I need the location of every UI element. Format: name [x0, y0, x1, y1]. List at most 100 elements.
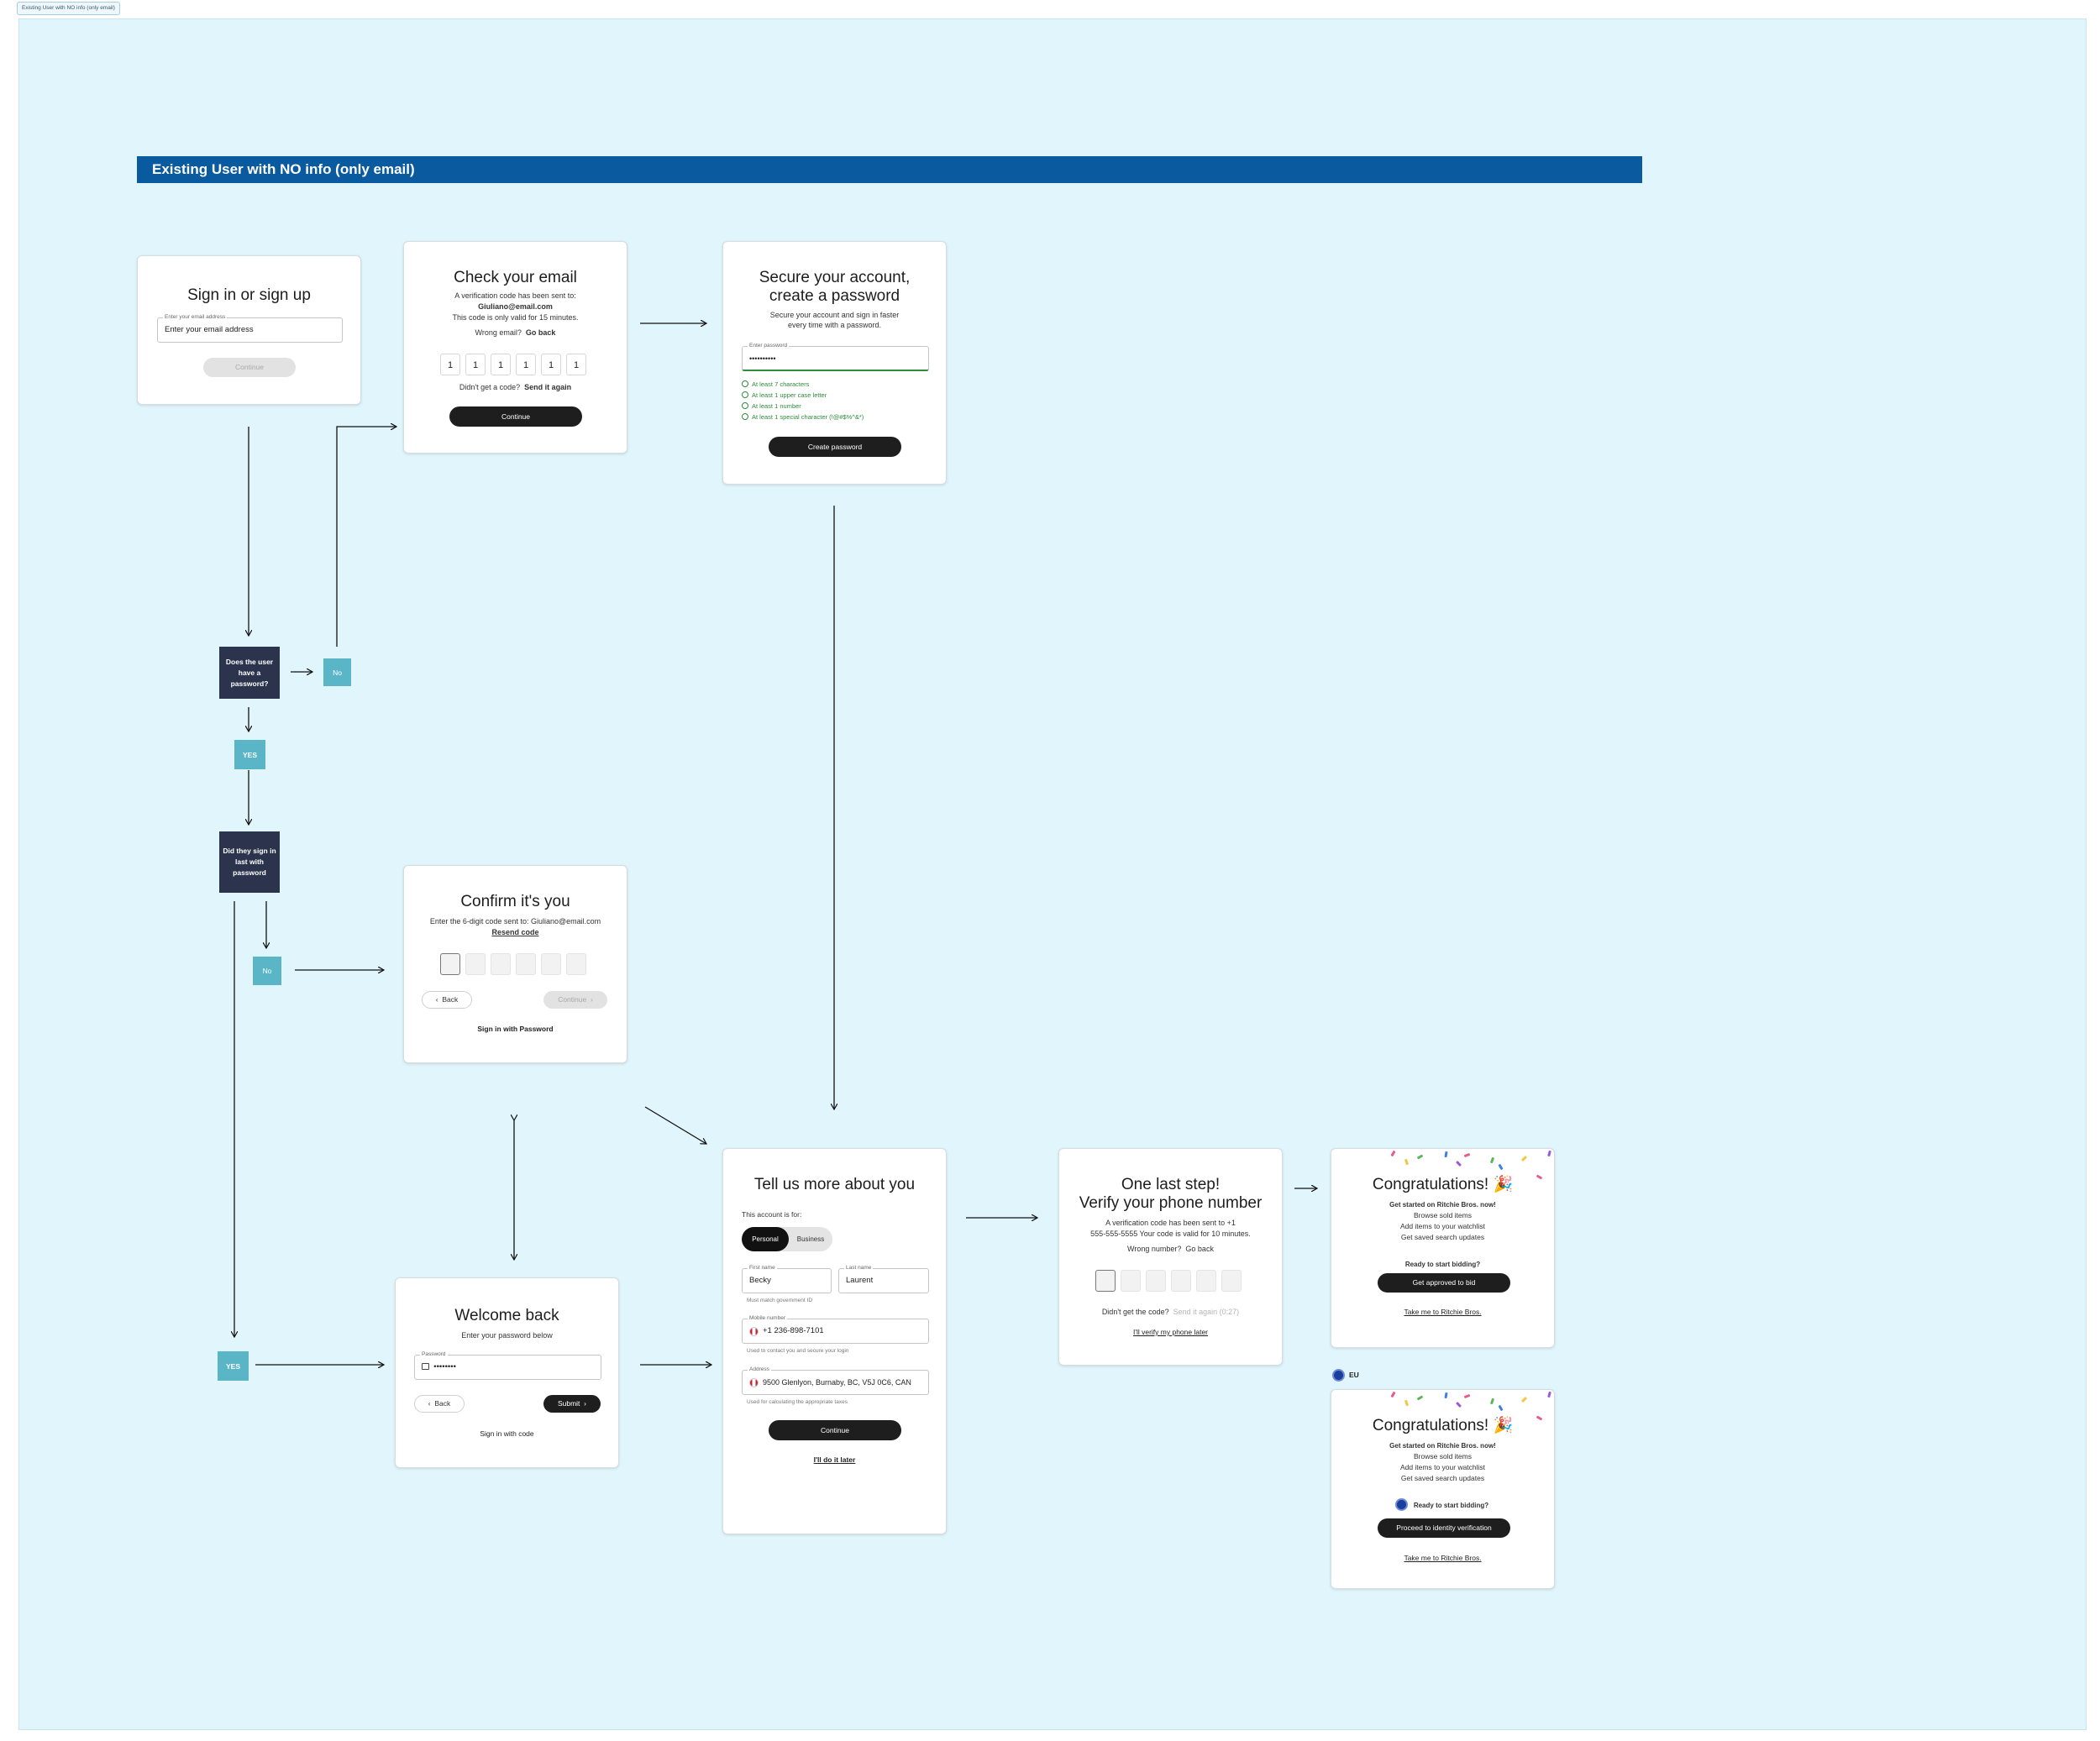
take-me-link[interactable]: Take me to Ritchie Bros. [1404, 1308, 1482, 1316]
answer-label: YES [225, 1361, 240, 1371]
address-label: Address [748, 1366, 771, 1374]
continue-button[interactable]: Continue › [543, 991, 607, 1009]
continue-button[interactable]: Continue [203, 358, 296, 377]
secure-subtitle-line1: Secure your account and sign in faster [769, 311, 900, 319]
address-help: Used for calculating the appropriate tax… [747, 1399, 848, 1405]
first-name-help: Must match government ID [747, 1298, 813, 1303]
continue-button[interactable]: Continue [449, 406, 582, 427]
phone-title-line2: Verify your phone number [1079, 1194, 1263, 1212]
benefit-item: Get saved search updates [1400, 1474, 1485, 1482]
go-back-link[interactable]: Go back [1185, 1245, 1214, 1253]
phone-code-sent-line2: 555-555-5555 Your code is valid for 10 m… [1090, 1230, 1251, 1238]
signin-with-password-link[interactable]: Sign in with Password [477, 1025, 554, 1033]
sent-email: Giuliano@email.com [478, 302, 553, 311]
code-digit[interactable] [1095, 1270, 1116, 1292]
answer-label: No [262, 967, 272, 975]
code-digit[interactable]: 1 [541, 354, 561, 375]
address-field[interactable]: Address 9500 Glenlyon, Burnaby, BC, V5J … [742, 1366, 929, 1395]
canada-flag-icon [749, 1327, 759, 1336]
go-back-link[interactable]: Go back [525, 328, 556, 337]
chevron-right-icon: › [584, 1399, 587, 1408]
create-password-card: Secure your account, create a password S… [722, 241, 947, 485]
personal-option[interactable]: Personal [742, 1227, 789, 1251]
password-requirement: At least 1 upper case letter [742, 391, 827, 400]
do-it-later-link[interactable]: I'll do it later [813, 1455, 856, 1464]
code-digit[interactable] [1171, 1270, 1191, 1292]
answer-label: No [333, 668, 342, 677]
submit-button[interactable]: Submit › [543, 1395, 601, 1413]
password-field[interactable]: Enter password •••••••••• [742, 342, 929, 371]
send-again-link[interactable]: Send it again [524, 383, 572, 391]
signin-card: Sign in or sign up Enter your email addr… [137, 255, 361, 405]
code-digit[interactable] [1146, 1270, 1166, 1292]
eu-flag-icon [1395, 1498, 1408, 1511]
back-button[interactable]: ‹ Back [422, 991, 472, 1009]
code-digit[interactable]: 1 [465, 354, 486, 375]
check-email-card: Check your email A verification code has… [403, 241, 627, 454]
code-digit[interactable] [516, 953, 536, 975]
code-digit[interactable]: 1 [491, 354, 511, 375]
answer-no: No [323, 658, 351, 686]
business-option[interactable]: Business [796, 1235, 825, 1243]
back-label: Back [442, 995, 459, 1004]
code-digit[interactable] [440, 953, 460, 975]
code-digit[interactable]: 1 [566, 354, 586, 375]
take-me-link[interactable]: Take me to Ritchie Bros. [1404, 1554, 1482, 1562]
congrats-title: Congratulations! 🎉 [1372, 1417, 1514, 1434]
mobile-number-value: +1 236-898-7101 [763, 1326, 824, 1335]
flow-title-banner: Existing User with NO info (only email) [137, 156, 1642, 183]
password-value: •••••••••• [749, 354, 776, 363]
account-type-toggle[interactable]: Personal Business [742, 1227, 832, 1251]
email-field-label: Enter your email address [163, 313, 228, 322]
wrong-number-row: Wrong number? Go back [1059, 1244, 1282, 1255]
code-digit[interactable]: 1 [440, 354, 460, 375]
confirm-instruction: Enter the 6-digit code sent to: Giuliano… [429, 917, 601, 926]
mobile-number-field[interactable]: Mobile number +1 236-898-7101 [742, 1314, 929, 1344]
code-digit[interactable] [1196, 1270, 1216, 1292]
email-field[interactable]: Enter your email address Enter your emai… [157, 313, 343, 343]
didnt-get-code-text: Didn't get the code? [1101, 1308, 1169, 1316]
back-button[interactable]: ‹ Back [414, 1395, 465, 1413]
phone-title-line1: One last step! [1121, 1176, 1221, 1193]
first-name-label: First name [748, 1264, 777, 1272]
code-digit[interactable] [541, 953, 561, 975]
validity-text: This code is only valid for 15 minutes. [452, 313, 579, 322]
continue-button[interactable]: Continue [769, 1420, 901, 1440]
get-approved-button[interactable]: Get approved to bid [1378, 1273, 1510, 1293]
get-started-text: Get started on Ritchie Bros. now! [1389, 1442, 1496, 1450]
verify-later-link[interactable]: I'll verify my phone later [1132, 1328, 1209, 1336]
create-password-button[interactable]: Create password [769, 437, 901, 457]
wrong-number-text: Wrong number? [1127, 1245, 1182, 1253]
resend-code-link[interactable]: Resend code [491, 928, 539, 936]
frame-tag: Existing User with NO info (only email) [17, 2, 120, 15]
code-digit[interactable]: 1 [516, 354, 536, 375]
phone-code-sent-line1: A verification code has been sent to +1 [1105, 1219, 1236, 1227]
canada-flag-icon [749, 1378, 759, 1387]
connector [644, 1106, 706, 1144]
code-digit[interactable] [1121, 1270, 1141, 1292]
password-field-label: Password [420, 1350, 448, 1359]
code-digit[interactable] [491, 953, 511, 975]
password-field-label: Enter password [748, 342, 790, 350]
answer-label: YES [242, 750, 257, 759]
send-again-timer: Send it again (0:27) [1173, 1308, 1240, 1316]
answer-yes: YES [234, 740, 265, 769]
phone-resend-row: Didn't get the code? Send it again (0:27… [1059, 1307, 1282, 1318]
didnt-get-code-text: Didn't get a code? [459, 383, 521, 391]
code-digit[interactable] [465, 953, 486, 975]
benefit-item: Add items to your watchlist [1399, 1222, 1486, 1230]
ready-to-bid-text: Ready to start bidding? [1404, 1261, 1481, 1268]
eu-flag-icon [1332, 1369, 1345, 1382]
chevron-right-icon: › [590, 995, 593, 1004]
identity-verification-button[interactable]: Proceed to identity verification [1378, 1518, 1510, 1538]
code-digit[interactable] [566, 953, 586, 975]
signin-with-code-link[interactable]: Sign in with code [480, 1429, 534, 1438]
answer-yes: YES [218, 1351, 249, 1381]
chevron-left-icon: ‹ [435, 995, 438, 1004]
password-field[interactable]: Password •••••••• [414, 1350, 601, 1380]
resend-row: Didn't get a code? Send it again [404, 382, 627, 393]
first-name-field[interactable]: First name Becky [742, 1264, 832, 1293]
code-digit[interactable] [1221, 1270, 1242, 1292]
last-name-field[interactable]: Last name Laurent [838, 1264, 929, 1293]
